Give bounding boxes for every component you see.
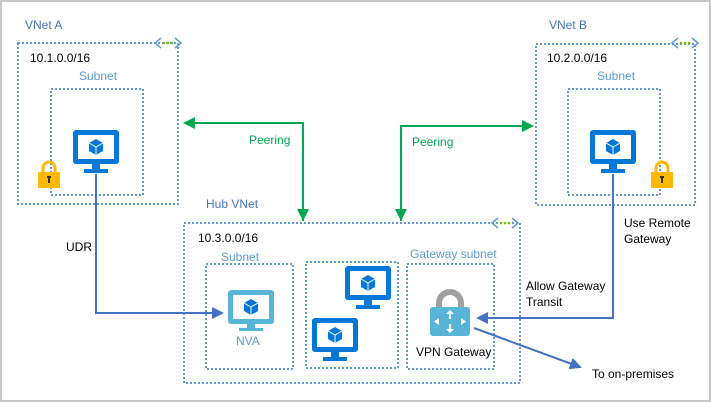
udr-route-arrow <box>95 174 224 319</box>
hub-vm-subnet-box <box>305 261 399 369</box>
nva-icon <box>228 290 274 331</box>
udr-label: UDR <box>66 240 92 254</box>
peering-left-label: Peering <box>249 133 291 147</box>
nva-label: NVA <box>236 334 260 348</box>
allow-gateway-transit-label-line1: Allow Gateway <box>526 279 606 293</box>
vnet-a-box <box>17 42 179 205</box>
vnet-b-lock-icon <box>649 160 675 190</box>
gateway-subnet-label: Gateway subnet <box>410 247 497 261</box>
vnet-a-subnet-label: Subnet <box>79 69 118 83</box>
hub-vm-icon-1 <box>344 265 392 310</box>
remote-gateway-arrow <box>476 174 614 324</box>
hub-subnet-label: Subnet <box>221 250 260 264</box>
vnet-a-lock-icon <box>36 160 62 190</box>
peering-arrow-to-vnet-a <box>183 117 304 221</box>
vnet-b-address: 10.2.0.0/16 <box>547 51 608 65</box>
peering-right-label: Peering <box>412 135 454 149</box>
vnet-b-title: VNet B <box>549 18 588 32</box>
peering-arrow-to-vnet-b <box>400 120 534 221</box>
hub-network-icon <box>491 217 519 229</box>
use-remote-gateway-label-line1: Use Remote <box>624 216 691 230</box>
vnet-b-network-icon <box>671 37 699 49</box>
on-premises-arrow <box>473 327 582 370</box>
hub-vnet-title: Hub VNet <box>206 197 259 211</box>
vpn-gateway-icon <box>430 289 470 336</box>
hub-vnet-address: 10.3.0.0/16 <box>198 231 259 245</box>
vnet-b-vm-icon <box>589 129 637 174</box>
use-remote-gateway-label-line2: Gateway <box>624 232 672 246</box>
vnet-a-vm-icon <box>72 129 120 174</box>
vnet-a-title: VNet A <box>25 18 63 32</box>
to-on-premises-label: To on-premises <box>592 367 675 381</box>
allow-gateway-transit-label-line2: Transit <box>526 295 563 309</box>
hub-vm-icon-2 <box>311 317 359 362</box>
hub-vnet-box <box>183 222 521 384</box>
vnet-b-subnet-label: Subnet <box>597 69 636 83</box>
vnet-a-address: 10.1.0.0/16 <box>30 51 91 65</box>
vpn-gateway-label: VPN Gateway <box>416 345 492 359</box>
